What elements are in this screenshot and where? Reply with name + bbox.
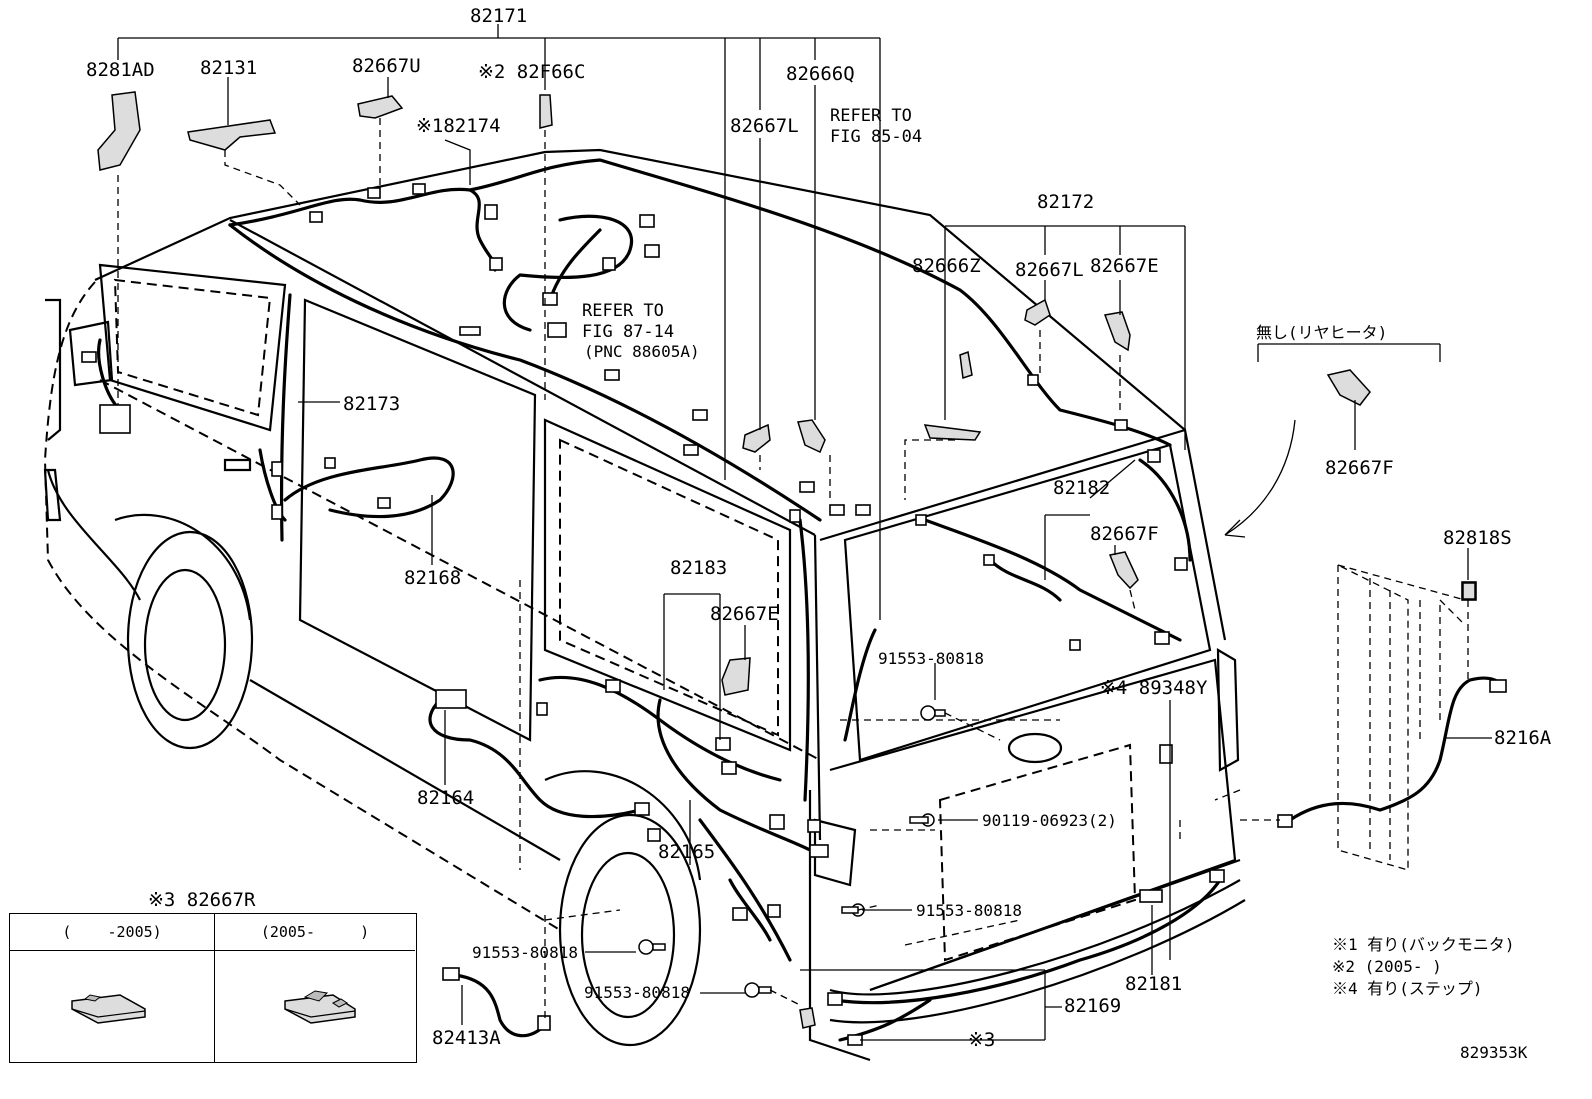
footnote-2: ※2 (2005- ) bbox=[1332, 957, 1442, 976]
connectors bbox=[81, 183, 1507, 1046]
label-82413A: 82413A bbox=[432, 1027, 501, 1049]
leader-lines bbox=[117, 24, 1492, 1041]
label-82182: 82182 bbox=[1053, 477, 1110, 499]
label-82131: 82131 bbox=[200, 57, 257, 79]
clip-2005-on-illustration bbox=[215, 951, 415, 1062]
variant-inset-table: ( -2005) (2005- ) bbox=[9, 913, 417, 1063]
label-82169: 82169 bbox=[1064, 995, 1121, 1017]
label-82818S: 82818S bbox=[1443, 527, 1512, 549]
inset-header-right: (2005- ) bbox=[215, 914, 415, 951]
clip-82666Q bbox=[797, 419, 826, 454]
illustration-id: 829353K bbox=[1460, 1043, 1528, 1062]
refer-87-14-line2: FIG 87-14 bbox=[582, 322, 674, 342]
label-82667E-b: 82667E bbox=[1090, 255, 1159, 277]
label-89348Y: ※4 89348Y bbox=[1100, 677, 1208, 699]
clip-82666Z bbox=[923, 424, 982, 441]
refer-85-04-line1: REFER TO bbox=[830, 106, 912, 126]
bolt-label-1: 91553-80818 bbox=[878, 649, 984, 668]
refer-87-14-line1: REFER TO bbox=[582, 301, 664, 321]
clips-and-brackets bbox=[97, 91, 1476, 1029]
bolt-labels: 91553-80818 90119-06923(2) 91553-80818 9… bbox=[472, 649, 1117, 1002]
label-82666Q: 82666Q bbox=[786, 63, 855, 85]
label-82667U: 82667U bbox=[352, 55, 421, 77]
label-82164: 82164 bbox=[417, 787, 474, 809]
clip-82667L-a bbox=[742, 423, 771, 453]
van-body-outline bbox=[43, 148, 1246, 1062]
label-82165: 82165 bbox=[658, 841, 715, 863]
wire-harnesses bbox=[97, 158, 1507, 1042]
inset-header-left: ( -2005) bbox=[10, 914, 214, 951]
label-82173: 82173 bbox=[343, 393, 400, 415]
clip-82667F-a bbox=[1108, 551, 1139, 590]
label-note-3: ※3 bbox=[968, 1029, 995, 1051]
label-82171: 82171 bbox=[470, 5, 527, 27]
refer-87-14-line3: (PNC 88605A) bbox=[584, 342, 700, 361]
clip-82667U bbox=[357, 95, 404, 119]
label-82172: 82172 bbox=[1037, 191, 1094, 213]
clip-82667L-b bbox=[1024, 298, 1051, 326]
label-82181: 82181 bbox=[1125, 973, 1182, 995]
label-82667R: ※3 82667R bbox=[148, 889, 256, 911]
inset-column-2005-on: (2005- ) bbox=[215, 914, 415, 1062]
label-82174: ※182174 bbox=[416, 115, 501, 137]
label-8281AD: 8281AD bbox=[86, 59, 155, 81]
label-82667E-a: 82667E bbox=[710, 603, 779, 625]
clip-82667R-rear bbox=[799, 1007, 816, 1029]
label-82183: 82183 bbox=[670, 557, 727, 579]
clip-82667E-b bbox=[1103, 311, 1131, 352]
label-82666Z: 82666Z bbox=[912, 255, 981, 277]
label-82168: 82168 bbox=[404, 567, 461, 589]
footnote-1: ※1 有り(バックモニタ) bbox=[1332, 935, 1515, 954]
reference-notes: REFER TO FIG 85-04 REFER TO FIG 87-14 (P… bbox=[582, 106, 1387, 361]
part-labels: 82171 8281AD 82131 82667U ※2 82F66C ※182… bbox=[86, 5, 1552, 1051]
refer-85-04-line2: FIG 85-04 bbox=[830, 127, 922, 147]
label-8216A: 8216A bbox=[1494, 727, 1552, 749]
clip-82F66C bbox=[539, 94, 553, 129]
bolt-label-5: 91553-80818 bbox=[584, 983, 690, 1002]
clip-82667F-b bbox=[1326, 369, 1371, 406]
inset-column-pre-2005: ( -2005) bbox=[10, 914, 215, 1062]
rear-heater-note: 無し(リヤヒータ) bbox=[1256, 323, 1387, 342]
label-82667F-b: 82667F bbox=[1325, 457, 1394, 479]
footnote-4: ※4 有り(ステップ) bbox=[1332, 979, 1483, 998]
footnotes: ※1 有り(バックモニタ) ※2 (2005- ) ※4 有り(ステップ) 82… bbox=[1332, 935, 1528, 1062]
label-82667L-b: 82667L bbox=[1015, 259, 1084, 281]
label-82667L-a: 82667L bbox=[730, 115, 799, 137]
bolt-label-4: 91553-80818 bbox=[472, 943, 578, 962]
harness-82171 bbox=[228, 158, 1172, 447]
bracket-82131 bbox=[187, 119, 277, 151]
clip-pre-2005-illustration bbox=[10, 951, 214, 1062]
label-82667F-a: 82667F bbox=[1090, 523, 1159, 545]
clip-82667E-a bbox=[721, 657, 751, 696]
bolt-label-2: 90119-06923(2) bbox=[982, 811, 1117, 830]
clip-82281AD bbox=[97, 91, 141, 171]
position-lines bbox=[117, 118, 1469, 1020]
bolt-label-3: 91553-80818 bbox=[916, 901, 1022, 920]
label-82F66C: ※2 82F66C bbox=[478, 61, 585, 83]
